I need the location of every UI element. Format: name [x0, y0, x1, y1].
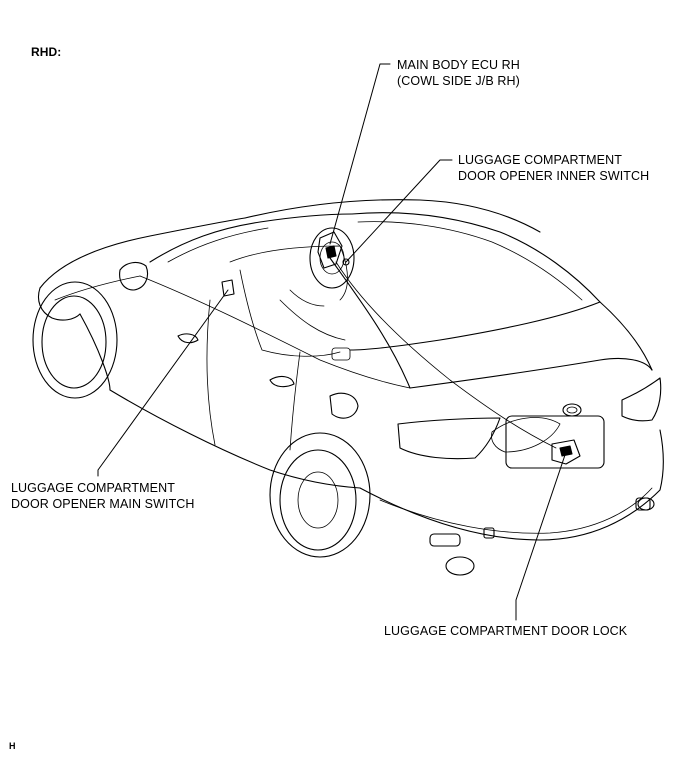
label-inner-switch-line-1: LUGGAGE COMPARTMENT [458, 153, 622, 167]
car-interior [229, 227, 355, 361]
front-bumper [37, 287, 81, 321]
label-main-body-ecu-line-1: MAIN BODY ECU RH [397, 58, 520, 72]
rear-emblem [562, 403, 582, 417]
label-main-switch: LUGGAGE COMPARTMENT DOOR OPENER MAIN SWI… [11, 480, 195, 512]
leader-lines [97, 63, 567, 621]
label-main-body-ecu: MAIN BODY ECU RH (COWL SIDE J/B RH) [397, 57, 520, 89]
front-wheel-arch [32, 281, 118, 399]
components [221, 231, 581, 465]
diagram-heading: RHD: [31, 45, 62, 59]
label-main-body-ecu-line-2: (COWL SIDE J/B RH) [397, 74, 520, 88]
rear-wheel-hub [297, 471, 339, 529]
door-lock-connector [559, 445, 573, 457]
label-main-switch-line-2: DOOR OPENER MAIN SWITCH [11, 497, 195, 511]
center-console [289, 289, 325, 307]
rear-window-inner [357, 221, 583, 301]
main-body-ecu-connector [325, 245, 337, 259]
leader-ecu [329, 63, 391, 245]
exhaust-right [637, 497, 655, 511]
leader-inner-switch [345, 159, 453, 263]
side-sill [109, 389, 361, 489]
front-door-line [206, 299, 216, 446]
trunk-edge [599, 301, 653, 371]
hood-outline [39, 217, 246, 289]
leader-main-switch [97, 289, 229, 477]
rear-emblem-inner [566, 406, 578, 414]
leader-door-lock [515, 451, 567, 621]
rear-window [349, 212, 601, 351]
rear-wheel [279, 449, 357, 551]
trunk-lid [409, 357, 653, 389]
exhaust-left [445, 556, 475, 576]
tail-light-right [621, 377, 662, 422]
front-fender-crease [54, 275, 141, 301]
roof-outline [244, 199, 541, 233]
rear-shelf-speaker [331, 347, 351, 361]
steering-wheel [309, 227, 355, 289]
trunk-harness-loop [491, 417, 561, 453]
inner-switch [342, 258, 350, 266]
windshield-inner [167, 227, 269, 263]
label-inner-switch: LUGGAGE COMPARTMENT DOOR OPENER INNER SW… [458, 152, 649, 184]
license-plate-recess [505, 415, 605, 469]
tail-light-left [397, 417, 501, 460]
rear-reflector-left [429, 533, 461, 547]
label-inner-switch-line-2: DOOR OPENER INNER SWITCH [458, 169, 650, 183]
label-main-switch-line-1: LUGGAGE COMPARTMENT [11, 481, 175, 495]
rear-bumper [359, 429, 664, 541]
front-door-handle [177, 333, 199, 344]
corner-mark: H [9, 741, 16, 751]
side-mirror [119, 261, 149, 291]
car-body [32, 199, 664, 576]
rear-door-line [289, 351, 301, 451]
seat-front [239, 269, 341, 357]
front-wheel [41, 295, 107, 389]
rear-reflector-right [483, 527, 495, 539]
wire-harness [335, 261, 557, 449]
rear-bumper-crease [379, 487, 653, 534]
door-lock [551, 439, 581, 465]
label-door-lock: LUGGAGE COMPARTMENT DOOR LOCK [384, 623, 627, 639]
windshield [149, 213, 353, 263]
seat-rear [279, 299, 346, 341]
rear-door-handle [269, 375, 295, 388]
label-door-lock-line-1: LUGGAGE COMPARTMENT DOOR LOCK [384, 624, 628, 638]
main-body-ecu [317, 231, 343, 269]
fuel-lid [329, 392, 359, 419]
c-pillar [329, 257, 411, 389]
main-switch [221, 279, 235, 297]
rear-wheel-arch [269, 432, 371, 558]
beltline [139, 275, 411, 389]
